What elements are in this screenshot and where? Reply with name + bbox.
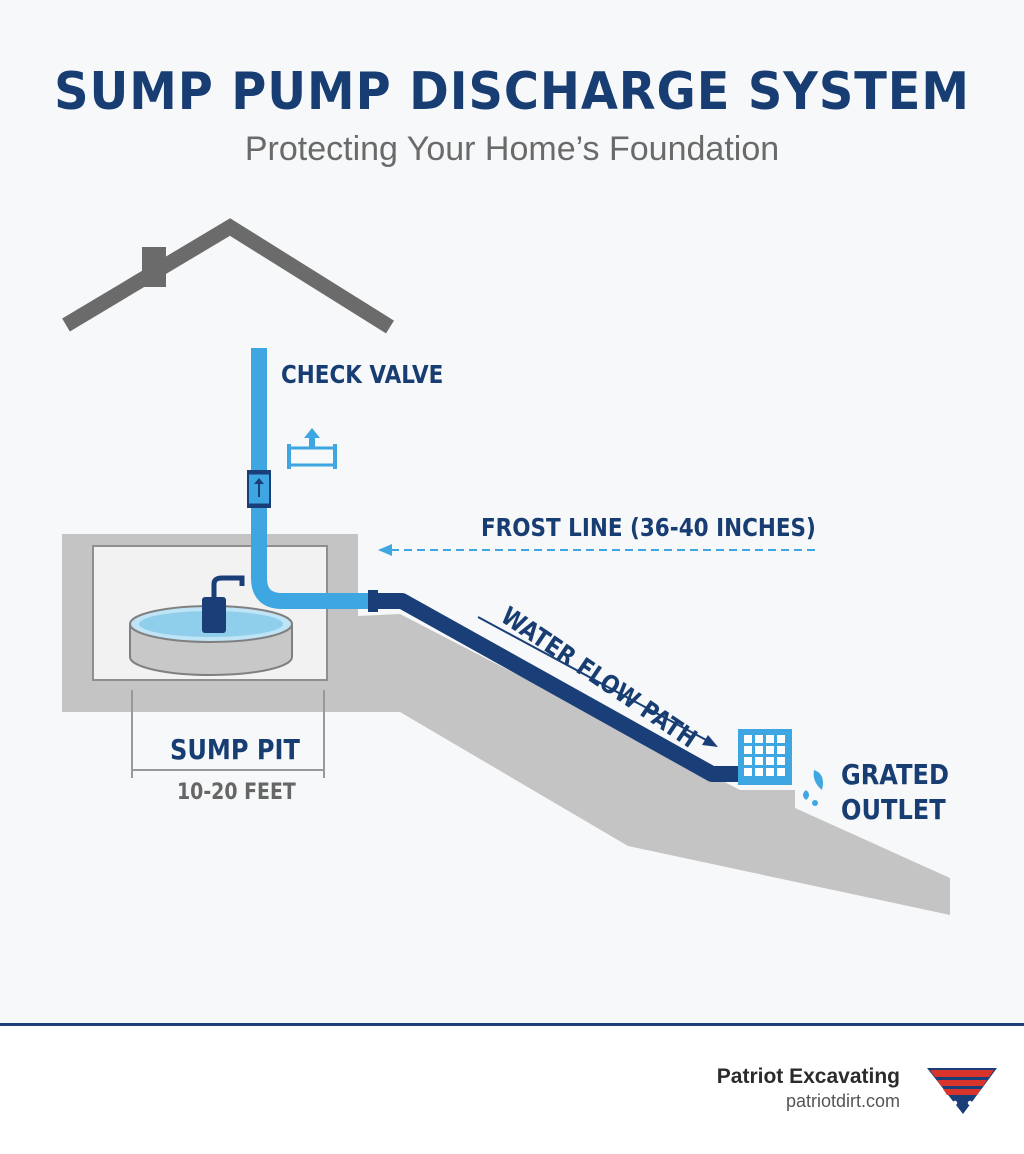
water-splash-icon [803,770,823,806]
pipe-coupling [368,590,378,612]
frost-line-label: FROST LINE (36-40 INCHES) [481,513,816,542]
grated-outlet-label-line2: OUTLET [841,793,946,826]
check-valve-label: CHECK VALVE [281,360,444,389]
discharge-diagram [62,218,950,915]
vertical-discharge-pipe [251,348,370,609]
footer [0,1026,1024,1154]
company-website[interactable]: patriotdirt.com [785,1091,900,1111]
grated-outlet-label: GRATED OUTLET [841,757,949,827]
grated-outlet-icon [738,729,792,785]
frost-line-arrow [378,544,815,556]
distance-dimension [131,690,325,778]
check-valve-icon [287,428,337,469]
page-title: SUMP PUMP DISCHARGE SYSTEM [54,62,970,122]
company-name: Patriot Excavating [716,1065,900,1088]
grated-outlet-label-line1: GRATED [841,758,949,791]
buried-discharge-pipe [372,593,740,782]
footer-divider [0,1023,1024,1026]
roof-line [62,218,394,334]
patriot-logo-icon [927,1068,997,1114]
page-subtitle: Protecting Your Home’s Foundation [244,130,780,168]
house-roof [62,218,394,334]
water-flow-arrow [477,616,718,747]
check-valve-fitting [247,470,271,508]
sump-pit-label: SUMP PIT [170,733,300,766]
sump-pump [202,575,245,633]
distance-label: 10-20 FEET [177,780,296,805]
